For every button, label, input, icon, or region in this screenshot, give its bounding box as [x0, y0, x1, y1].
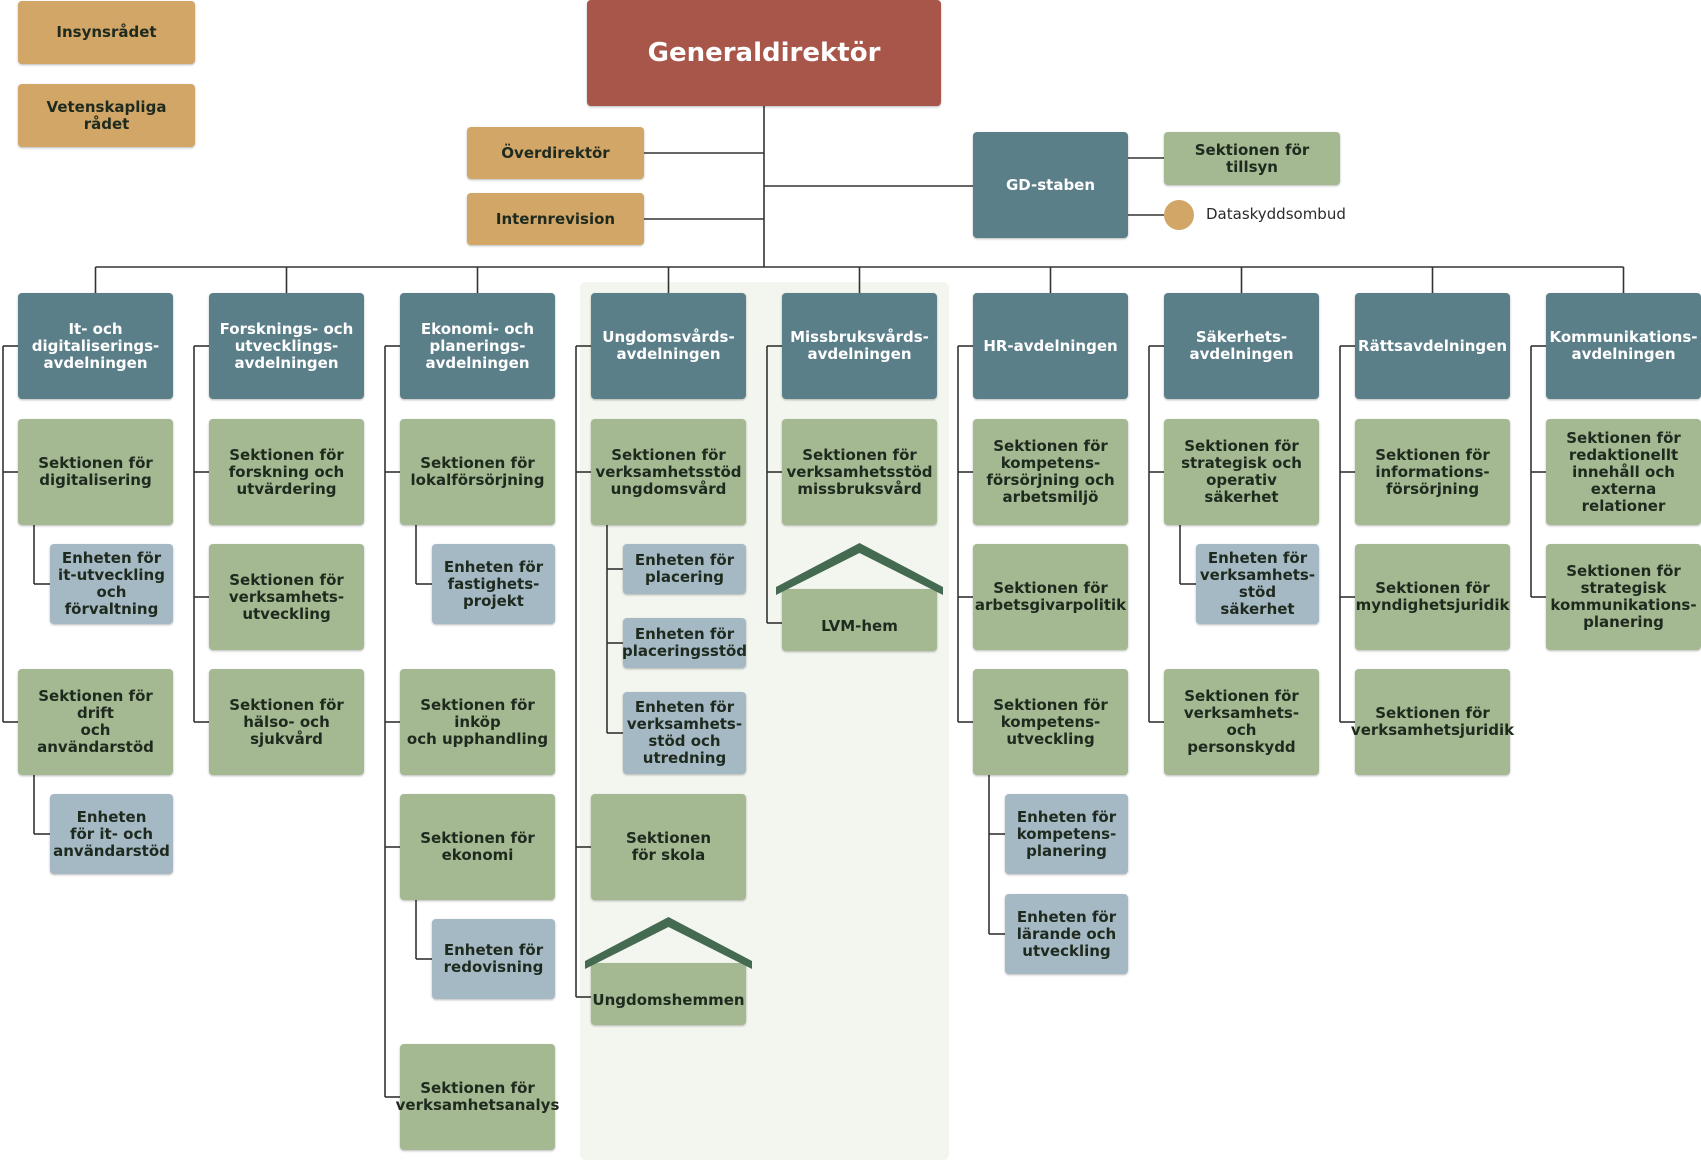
- section-box[interactable]: Sektionen för verksamhets- utveckling: [209, 544, 364, 650]
- department-box[interactable]: Säkerhets- avdelningen: [1164, 293, 1319, 399]
- unit-box[interactable]: Enheten för redovisning: [432, 919, 555, 999]
- section-box[interactable]: Sektionen för ekonomi: [400, 794, 555, 900]
- section-box[interactable]: Sektionen för verksamhetsstöd missbruksv…: [782, 419, 937, 525]
- dataskyddsombud-label: Dataskyddsombud: [1206, 205, 1346, 223]
- unit-box[interactable]: Enheten för fastighets- projekt: [432, 544, 555, 624]
- house-roof-icon: [585, 917, 752, 969]
- section-box[interactable]: Sektionen för informations- försörjning: [1355, 419, 1510, 525]
- department-box[interactable]: Ungdomsvårds- avdelningen: [591, 293, 746, 399]
- department-box[interactable]: It- och digitaliserings- avdelningen: [18, 293, 173, 399]
- generaldirektor-box[interactable]: Generaldirektör: [587, 0, 941, 106]
- section-box[interactable]: Sektionen för verksamhetsstöd ungdomsvår…: [591, 419, 746, 525]
- unit-box[interactable]: Enheten för lärande och utveckling: [1005, 894, 1128, 974]
- unit-box[interactable]: Enheten för it- och användarstöd: [50, 794, 173, 874]
- internrevision-box[interactable]: Internrevision: [467, 193, 644, 245]
- home-box[interactable]: LVM-hem: [776, 543, 943, 651]
- section-box[interactable]: Sektionen för forskning och utvärdering: [209, 419, 364, 525]
- section-box[interactable]: Sektionen för inköp och upphandling: [400, 669, 555, 775]
- home-box-body: [782, 589, 937, 651]
- house-roof-shape: [585, 917, 752, 969]
- unit-box[interactable]: Enheten för it-utveckling och förvaltnin…: [50, 544, 173, 624]
- unit-box[interactable]: Enheten för kompetens- planering: [1005, 794, 1128, 874]
- section-box[interactable]: Sektionen för myndighetsjuridik: [1355, 544, 1510, 650]
- section-box[interactable]: Sektionen för digitalisering: [18, 419, 173, 525]
- gd-staben-box[interactable]: GD-staben: [973, 132, 1128, 238]
- section-box[interactable]: Sektionen för hälso- och sjukvård: [209, 669, 364, 775]
- home-label: Ungdomshemmen: [592, 991, 745, 1009]
- vetenskapliga-radet-box[interactable]: Vetenskapliga rådet: [18, 84, 195, 147]
- department-box[interactable]: Missbruksvårds- avdelningen: [782, 293, 937, 399]
- section-box[interactable]: Sektionen för skola: [591, 794, 746, 900]
- department-box[interactable]: Kommunikations- avdelningen: [1546, 293, 1701, 399]
- unit-box[interactable]: Enheten för verksamhets- stöd och utredn…: [623, 692, 746, 774]
- unit-box[interactable]: Enheten för placering: [623, 544, 746, 594]
- house-roof-shape: [776, 543, 943, 595]
- home-label: LVM-hem: [821, 617, 898, 635]
- department-box[interactable]: Rättsavdelningen: [1355, 293, 1510, 399]
- house-roof-icon: [776, 543, 943, 595]
- section-box[interactable]: Sektionen för arbetsgivarpolitik: [973, 544, 1128, 650]
- overdirektor-box[interactable]: Överdirektör: [467, 127, 644, 179]
- section-box[interactable]: Sektionen för redaktionellt innehåll och…: [1546, 419, 1701, 525]
- home-box[interactable]: Ungdomshemmen: [585, 917, 752, 1025]
- department-box[interactable]: Forsknings- och utvecklings- avdelningen: [209, 293, 364, 399]
- section-box[interactable]: Sektionen för kompetens- försörjning och…: [973, 419, 1128, 525]
- sektionen-tillsyn-box[interactable]: Sektionen för tillsyn: [1164, 132, 1340, 185]
- department-box[interactable]: HR-avdelningen: [973, 293, 1128, 399]
- unit-box[interactable]: Enheten för placeringsstöd: [622, 618, 747, 668]
- section-box[interactable]: Sektionen för verksamhets- och personsky…: [1164, 669, 1319, 775]
- section-box[interactable]: Sektionen för verksamhetsanalys: [396, 1044, 559, 1150]
- dataskyddsombud-dot: [1164, 200, 1194, 230]
- section-box[interactable]: Sektionen för verksamhetsjuridik: [1351, 669, 1514, 775]
- section-box[interactable]: Sektionen för lokalförsörjning: [400, 419, 555, 525]
- section-box[interactable]: Sektionen för drift och användarstöd: [18, 669, 173, 775]
- section-box[interactable]: Sektionen för strategisk kommunikations-…: [1546, 544, 1701, 650]
- section-box[interactable]: Sektionen för kompetens- utveckling: [973, 669, 1128, 775]
- home-box-body: [591, 963, 746, 1025]
- unit-box[interactable]: Enheten för verksamhets- stöd säkerhet: [1196, 544, 1319, 624]
- insynsradet-box[interactable]: Insynsrådet: [18, 1, 195, 64]
- section-box[interactable]: Sektionen för strategisk och operativ sä…: [1164, 419, 1319, 525]
- department-box[interactable]: Ekonomi- och planerings- avdelningen: [400, 293, 555, 399]
